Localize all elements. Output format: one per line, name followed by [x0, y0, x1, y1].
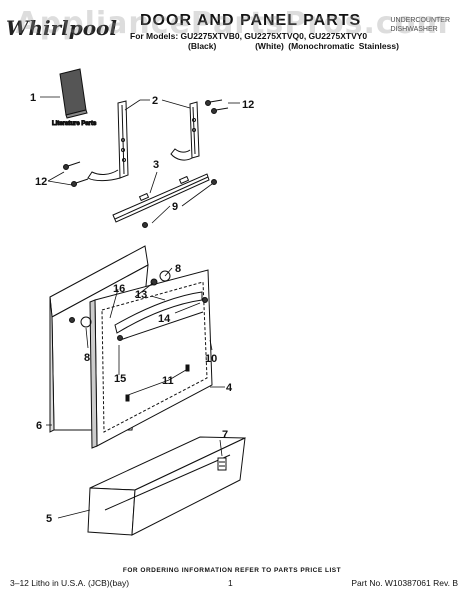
- part-number: Part No. W10387061 Rev. B: [351, 578, 458, 588]
- literature-label: Literature Parts: [52, 121, 97, 127]
- page-title: DOOR AND PANEL PARTS: [140, 12, 362, 29]
- inner-door-frame: [89, 269, 213, 449]
- screws-left-bracket: [63, 161, 89, 187]
- callout-11: 11: [162, 375, 174, 387]
- kick-plate-screw: [217, 457, 227, 471]
- litho-info: 3–12 Litho in U.S.A. (JCB)(bay): [10, 578, 130, 588]
- callout-5: 5: [46, 513, 52, 525]
- ordering-info: FOR ORDERING INFORMATION REFER TO PARTS …: [122, 567, 342, 574]
- page-number: 1: [228, 578, 233, 588]
- right-hinge-bracket: [170, 101, 200, 161]
- callout-9: 9: [172, 201, 178, 213]
- model-list: For Models: GU2275XTVB0, GU2275XTVQ0, GU…: [130, 31, 368, 41]
- callout-12-left: 12: [35, 176, 47, 188]
- callout-14: 14: [158, 313, 171, 325]
- callout-1: 1: [30, 92, 36, 104]
- callout-4: 4: [226, 382, 233, 394]
- callout-3: 3: [153, 159, 159, 171]
- literature-parts-booklet: Literature Parts: [52, 68, 98, 128]
- color-white: (White): [255, 41, 284, 51]
- callout-7: 7: [222, 429, 228, 441]
- product-type-line1: UNDERCOUNTER: [390, 17, 451, 24]
- model-colors: (Black) (White) (Monochromatic Stainless…: [188, 41, 399, 51]
- kick-plate: [87, 436, 246, 536]
- small-screws: [69, 270, 208, 341]
- color-black: (Black): [188, 41, 217, 51]
- callout-12-right: 12: [242, 99, 254, 111]
- callout-16: 16: [113, 283, 125, 295]
- callout-10: 10: [205, 353, 217, 365]
- product-type: UNDERCOUNTER DISHWASHER: [391, 16, 451, 34]
- callout-2: 2: [152, 95, 158, 107]
- callout-numbers: 1 2 12 12 3 9 8 8 16 13 14 10 11 15 4 6 …: [30, 92, 254, 525]
- callout-6: 6: [36, 420, 42, 432]
- color-stainless: (Monochromatic Stainless): [288, 41, 399, 51]
- callout-8-top: 8: [175, 263, 181, 275]
- whirlpool-logo: Whirlpool: [6, 11, 117, 45]
- screws-right-bracket: [205, 99, 229, 114]
- callout-13: 13: [135, 289, 147, 301]
- frame-slots: [125, 364, 190, 402]
- callout-8-bottom: 8: [84, 352, 90, 364]
- door-cross-brace: [112, 173, 217, 228]
- callout-15: 15: [114, 373, 126, 385]
- logo-text: Whirlpool: [6, 16, 117, 40]
- leader-lines: [40, 96, 240, 519]
- left-hinge-bracket: [87, 100, 129, 182]
- product-type-line2: DISHWASHER: [390, 26, 438, 33]
